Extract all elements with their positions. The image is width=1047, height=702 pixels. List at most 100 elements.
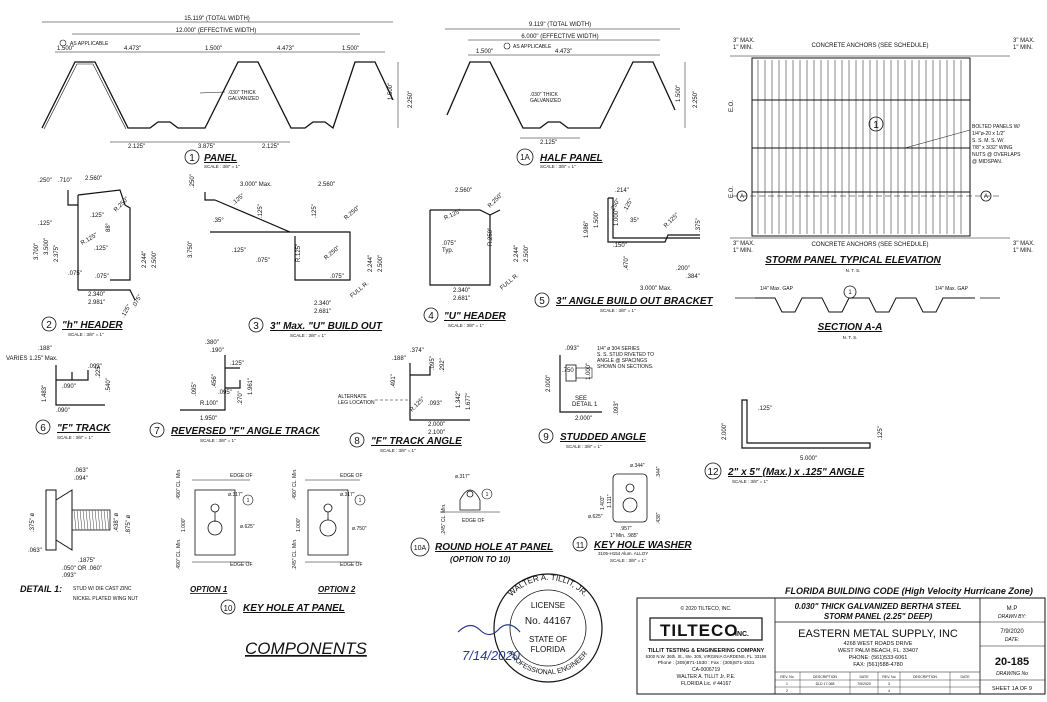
detail1-dim: .063" [74,468,88,474]
bracket-dim: .384" [686,274,700,280]
angle-2x5-scale: SCALE : 3/8" = 1" [732,479,768,484]
half-panel-dim: 2.125" [540,140,557,146]
angle-2x5-dim: 2.000" [722,423,728,440]
detail-1: .063" .094" .375" ø .438" ø .875" ø .063… [20,468,138,602]
bracket-dim: 1.000" [614,209,620,226]
panel-dim: 2.250" [408,91,414,108]
keyhole-dim: ø.625" [240,524,255,530]
h-header-dim: 3.500" [44,238,50,255]
detail1-dim: .875" ø [126,515,132,534]
elevation-dim: 3" MAX. [1013,241,1035,247]
keyhole-circle-ref: 1 [359,498,362,504]
panel-scale: SCALE : 3/8" = 1" [204,164,240,169]
u-buildout-dim: 2.560" [318,182,335,188]
keyhole-circle-ref: 1 [247,498,250,504]
rev-header: DESCRIPTION [813,675,837,679]
studded-note: S. S. STUD RIVETED TO [597,352,654,358]
panel-as-applicable: AS APPLICABLE [70,41,109,47]
detail1-dim: .093" [62,573,76,579]
h-header-dim: .125" [94,246,108,252]
tb-address: WEST PALM BEACH, FL. 33407 [838,648,918,654]
tb-engineer: WALTER A. TILLIT Jr. P.E. [677,674,736,680]
engineer-seal: WALTER A. TILLIT, JR. PROFESSIONAL ENGIN… [457,573,603,683]
rev-cell: DLD 17-068 [816,682,835,686]
rev-f-dim: .190" [210,348,224,354]
detail1-desc: NICKEL PLATED WING NUT [73,596,138,602]
u-buildout-dim: 2.500" [378,255,384,272]
h-header-title: "h" HEADER [62,320,123,331]
stud-thread [76,509,80,531]
stud-thread [85,509,89,531]
studded-dim: .093" [614,401,620,415]
h-header-scale: SCALE : 3/8" = 1" [68,332,104,337]
f-angle-dim: .292" [440,358,446,372]
rev-f-title: REVERSED "F" ANGLE TRACK [171,426,320,437]
section-title: SECTION A-A [818,322,883,333]
angle-2x5-dim: 5.000" [800,456,817,462]
tb-product-line1: 0.030" THICK GALVANIZED BERTHA STEEL [795,602,962,611]
bracket-dim: .214" [615,188,629,194]
section-gap-right: 1/4" Max. GAP [935,286,969,292]
elevation-dim: 3" MAX. [733,241,755,247]
seal-name: WALTER A. TILLIT, JR. [506,573,589,598]
tb-firm-phone: Phone : (305)871-1530 : Fax : (305)871-1… [658,660,755,666]
u-header-dim: Typ. [442,248,454,254]
rev-header: DESCRIPTION [913,675,937,679]
u-header-callout: 4 [428,311,434,322]
keyhole-dim: 1.000" [181,517,187,532]
u-buildout-detail: .250" 3.000" Max. 2.560" .125" .125" .12… [188,174,384,338]
f-angle-scale: SCALE : 3/8" = 1" [380,448,416,453]
section-callout: 1 [848,290,852,296]
tilteco-logo-inc: INC. [735,631,749,638]
section-marker: A [740,194,744,200]
half-panel-detail: 9.119" (TOTAL WIDTH) 6.000" (EFFECTIVE W… [445,22,699,169]
u-buildout-dim: .125" [312,204,318,218]
panel-dim: 1.500" [388,83,394,100]
rev-f-dim: .095" [218,390,232,396]
washer-dim: .344" [656,466,662,478]
f-track-dim: .090" [56,408,70,414]
seal-state: FLORIDA [531,645,566,654]
keyhole-dim: ø.750" [352,526,367,532]
studded-title: STUDDED ANGLE [560,432,646,443]
revision-table: REV. No DESCRIPTION DATE REV. No DESCRIP… [780,675,970,693]
washer-dim: 1" Min. .985" [610,533,639,539]
f-track-dim: .090" [62,384,76,390]
panel-dim: 4.473" [124,46,141,52]
half-panel-galvanized-note: GALVANIZED [530,98,561,104]
round-hole-circle-ref: 1 [486,492,489,498]
studded-note: ANGLE @ SPACINGS [597,358,648,364]
seal-number: No. 44167 [525,616,572,627]
u-buildout-dim: 3.000" Max. [240,182,272,188]
studded-note: 1/4" ø 304 SERIES [597,346,640,352]
keyhole-dim: ø.317" [228,492,243,498]
f-angle-dim: .093" [428,401,442,407]
elevation-nts: N. T. S. [846,268,861,273]
f-track-dim: 1.483" [42,385,48,402]
bracket-dim: R.125" [663,212,680,229]
elevation-dim: 3" MAX. [733,38,755,44]
h-header-detail: .250" .710" 2.560" .125" .125" R.250" 3.… [34,176,158,337]
detail1-dim: .063" [28,548,42,554]
studded-angle-detail: .093" .750 1.000" 1/4" ø 304 SERIES S. S… [538,346,654,449]
keyhole-dim: .490" CL. Min. [176,538,182,570]
keyhole-title: KEY HOLE AT PANEL [243,603,345,614]
u-header-dim: 2.244" [514,245,520,262]
elevation-note: NUTS @ OVERLAPS [972,152,1021,158]
elevation-note: 1/4"ø-20 x 1/2" [972,131,1005,137]
keyhole-option2: EDGE OF .490" CL. Min. ø.317" 1.000" ø.7… [292,468,367,594]
panel-dim: 2.125" [128,144,145,150]
half-panel-callout: 1A [520,153,530,162]
u-header-scale: SCALE : 3/8" = 1" [448,323,484,328]
round-hole-detail: ø.317" 1 .245" CL. Min. EDGE OF 10A ROUN… [410,474,553,564]
elevation-note: @ MIDSPAN. [972,159,1002,165]
u-buildout-dim: .075" [256,258,270,264]
rev-header: DATE [859,675,869,679]
angle-2x5-dim: .125" [758,406,772,412]
tilteco-logo: TILTECO [660,621,738,640]
rev-f-dim: .380" [205,340,219,346]
stud-thread [100,509,104,531]
u-buildout-dim: .250" [190,174,196,188]
tb-drawn-by-label: DRAWN BY: [998,614,1027,620]
u-header-dim: R.250" [487,192,504,209]
